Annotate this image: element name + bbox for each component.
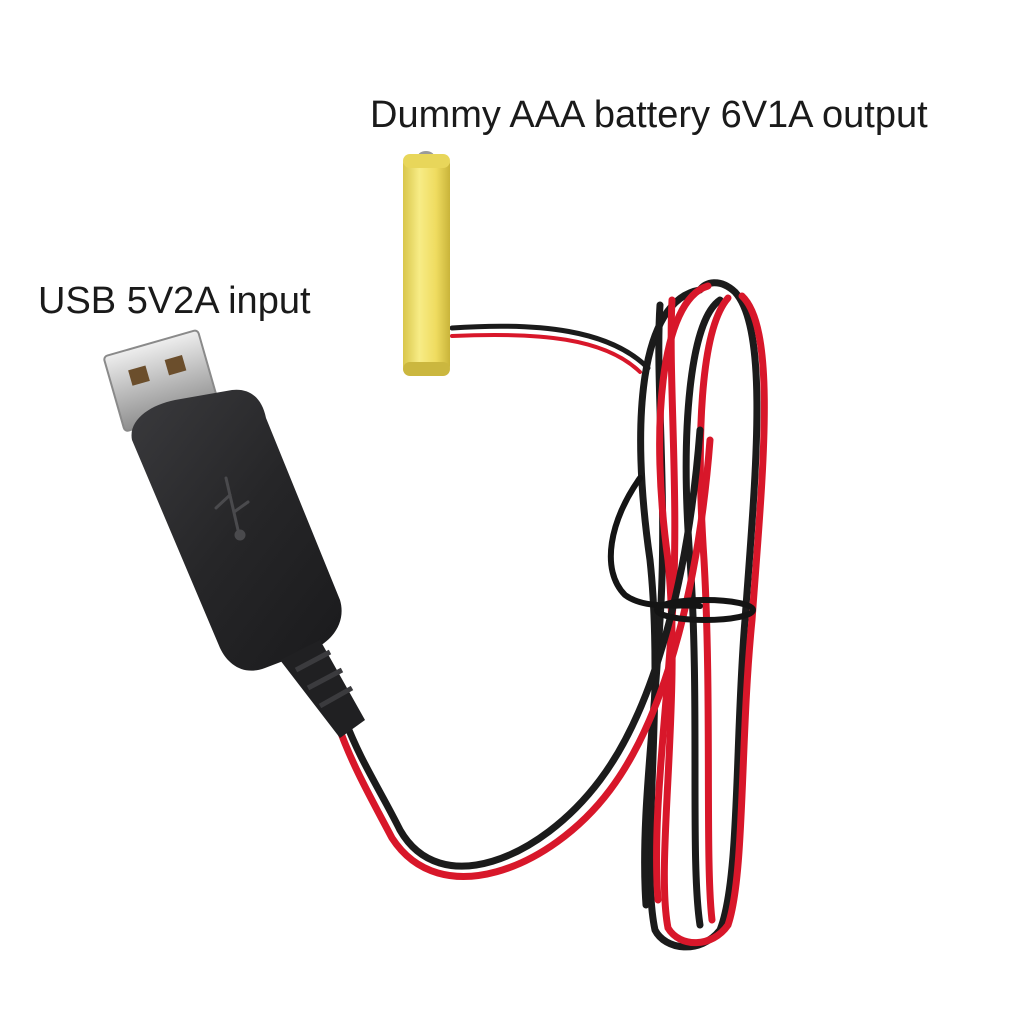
dummy-aaa-battery	[403, 151, 450, 376]
cable-to-battery	[449, 323, 651, 374]
usb-trident-icon	[214, 476, 250, 541]
usb-input-caption: USB 5V2A input	[38, 280, 311, 322]
usb-plug	[103, 329, 365, 738]
twist-tie	[607, 475, 756, 623]
battery-output-caption: Dummy AAA battery 6V1A output	[370, 94, 928, 136]
